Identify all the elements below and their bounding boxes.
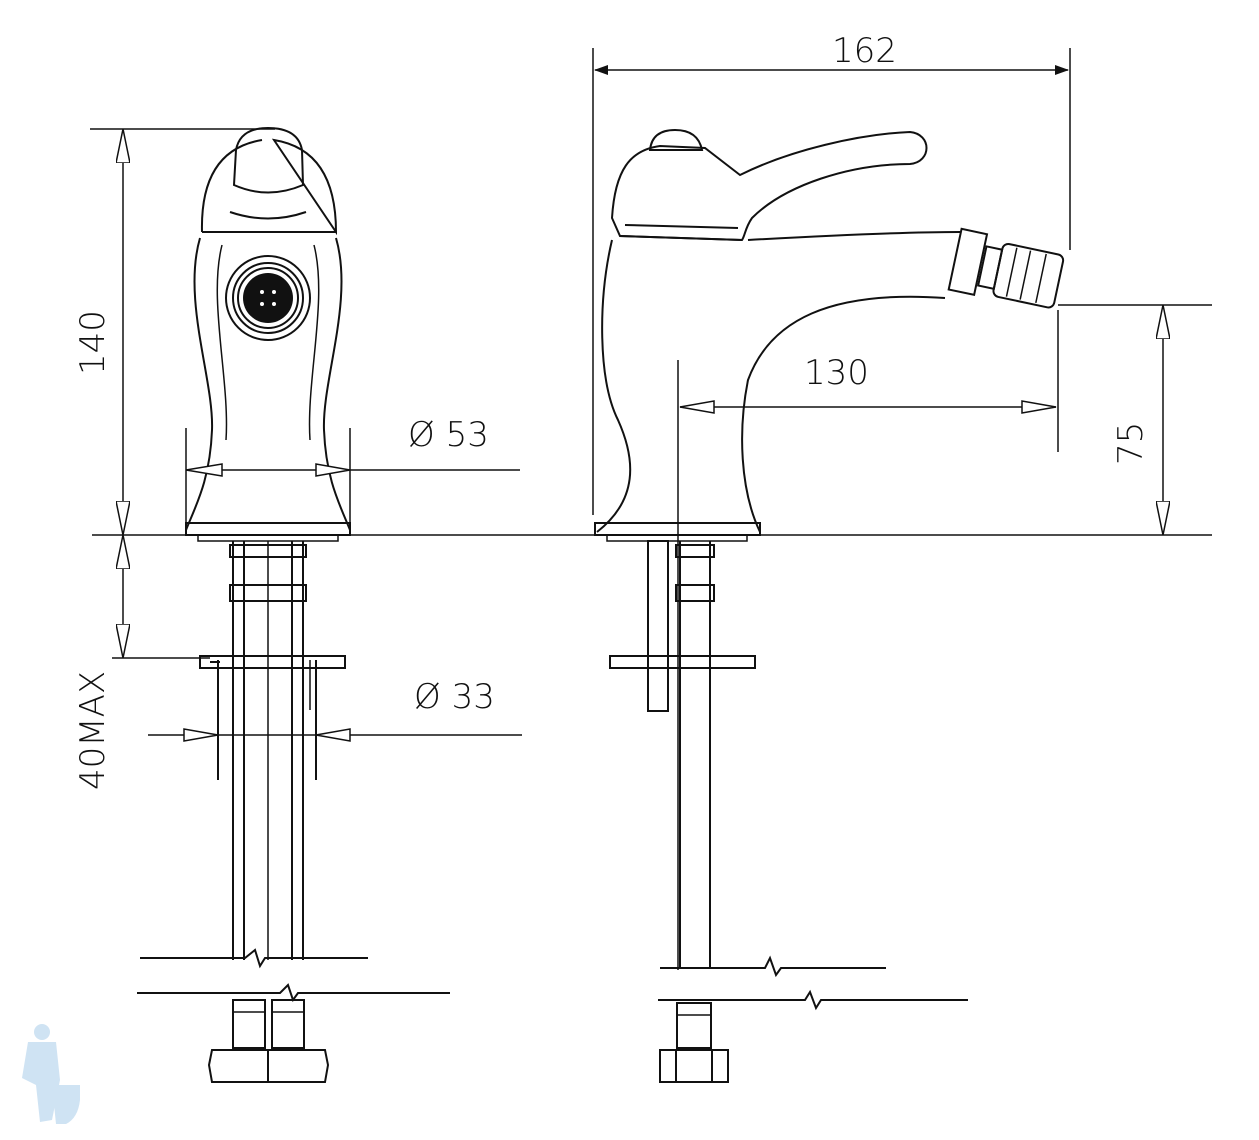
dim-mount-thickness: 40MAX: [73, 671, 113, 790]
side-nozzle: [947, 227, 1065, 309]
front-nozzle: [225, 255, 311, 341]
dim-base-diameter: Ø 53: [408, 415, 489, 455]
dim-overall-length: 162: [832, 31, 897, 71]
dim-height: 140: [73, 310, 113, 375]
front-supply-pipes: [217, 541, 317, 960]
front-hose-fittings: [207, 999, 330, 1083]
plumber-logo-watermark: [22, 1024, 80, 1124]
dim-spout-reach: 130: [804, 353, 869, 393]
side-hose-fitting: [659, 1002, 729, 1083]
front-base: [185, 522, 351, 536]
front-view: [137, 126, 450, 1083]
front-dimensions: 140 40MAX Ø 53 Ø 33: [73, 128, 595, 790]
dim-spout-height: 75: [1111, 422, 1151, 465]
side-handle-dome: [648, 128, 704, 151]
side-supply-pipes: [609, 540, 756, 968]
side-lever: [610, 130, 928, 242]
side-body-outline: [596, 231, 961, 533]
front-body-outline: [185, 237, 351, 531]
side-dimensions: 162 130 75: [592, 31, 1212, 970]
side-view: [594, 128, 1065, 1083]
dim-pipe-diameter: Ø 33: [414, 677, 495, 717]
front-handle-cap: [232, 126, 305, 194]
front-body-dome: [200, 138, 338, 236]
front-mounting-nut: [199, 655, 346, 669]
